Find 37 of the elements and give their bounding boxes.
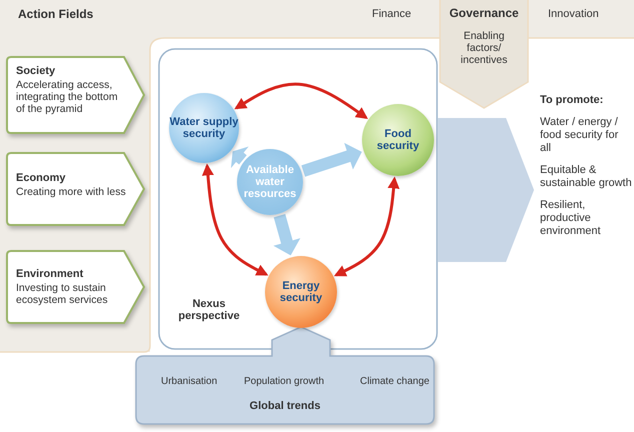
- double-arrow: [234, 82, 368, 119]
- arrow: [301, 142, 362, 177]
- label-text: Urbanisation: [161, 376, 218, 388]
- label-text: Accelerating access, integrating the bottom of the pyramid: [16, 79, 119, 115]
- governance-tab: [440, 0, 528, 108]
- global-trends-panel: [136, 326, 434, 424]
- label-text: Energy security: [278, 280, 324, 304]
- heading: To promote:: [540, 94, 604, 107]
- label-text: Creating more with less: [16, 186, 127, 198]
- label-text: Resilient, productive environment: [540, 199, 602, 238]
- label-text: Equitable & sustainable growth: [540, 164, 632, 190]
- double-arrow: [202, 163, 268, 276]
- heading: Governance: [448, 7, 520, 19]
- action-field-card: [6, 250, 146, 324]
- label-text: Food security: [376, 128, 420, 152]
- label-text: Nexus perspective: [177, 298, 241, 322]
- label-text: Global trends: [248, 400, 322, 412]
- label-text: Action Fields: [18, 8, 94, 20]
- label-text: Water / energy / food security for all: [540, 116, 620, 155]
- label-text: Innovation: [548, 8, 599, 21]
- nexus-panel: [158, 48, 438, 350]
- heading: Economy: [16, 172, 67, 184]
- action-field-card: [6, 56, 146, 134]
- label-text: Available water resources: [242, 164, 298, 200]
- arrow: [230, 146, 249, 168]
- label-text: Finance: [372, 8, 412, 21]
- label-text: Climate change: [360, 376, 430, 388]
- label-text: Investing to sustain ecosystem services: [16, 282, 109, 306]
- chevron-arrow: [438, 118, 534, 262]
- label-text: Water supply security: [169, 116, 239, 140]
- arrow: [273, 214, 300, 256]
- double-arrow: [334, 176, 400, 276]
- label-text: Enabling factors/ incentives: [460, 30, 508, 66]
- heading: Environment: [16, 268, 84, 280]
- label-text: Population growth: [244, 376, 326, 388]
- heading: Society: [16, 65, 56, 77]
- action-field-card: [6, 152, 146, 226]
